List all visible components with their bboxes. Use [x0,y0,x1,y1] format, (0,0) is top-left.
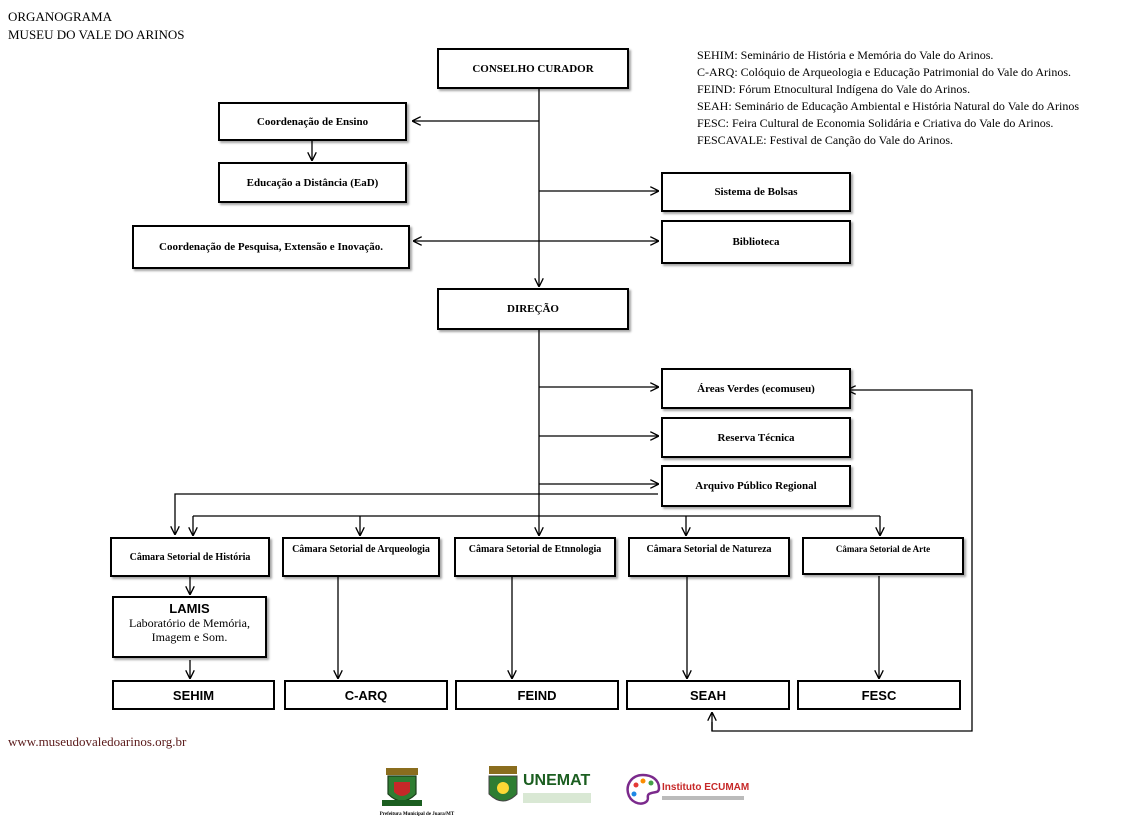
biblioteca-box: Biblioteca [661,220,851,264]
lamis-line2: Imagem e Som. [151,630,228,644]
museum-name: MUSEU DO VALE DO ARINOS [8,27,185,42]
sistema-bolsas-box: Sistema de Bolsas [661,172,851,212]
prefeitura-logo: Prefeitura Municipal de Juara/MT [372,768,462,818]
org-title: ORGANOGRAMA [8,9,113,24]
seah-box: SEAH [626,680,790,710]
camara-historia-box: Câmara Setorial de História [110,537,270,577]
palette-icon [626,773,661,805]
camara-natureza-box: Câmara Setorial de Natureza [628,537,790,577]
legend-item: SEAH: Seminário de Educação Ambiental e … [697,99,1080,113]
ecumam-logo: Instituto ECUMAM [624,772,754,812]
ecumam-wordmark: Instituto ECUMAM [662,782,750,793]
website-url[interactable]: www.museudovaledoarinos.org.br [8,734,187,749]
conselho-curador-box: CONSELHO CURADOR [437,48,629,89]
unemat-crest-icon [488,766,518,802]
coord-ensino-box: Coordenação de Ensino [218,102,407,141]
acronym-legend: SEHIM: Seminário de História e Memória d… [697,47,1079,149]
camara-arqueologia-box: Câmara Setorial de Arqueologia [282,537,440,577]
legend-item: FEIND: Fórum Etnocultural Indígena do Va… [697,82,971,96]
prefeitura-caption: Prefeitura Municipal de Juara/MT [379,812,455,817]
unemat-wordmark: UNEMAT [523,772,591,789]
coat-of-arms-icon [382,768,422,806]
lamis-line1: Laboratório de Memória, [129,616,250,630]
legend-item: FESC: Feira Cultural de Economia Solidár… [697,116,1054,130]
coord-pesquisa-box: Coordenação de Pesquisa, Extensão e Inov… [132,225,410,269]
lamis-title: LAMIS [169,601,210,616]
sehim-box: SEHIM [112,680,275,710]
direcao-box: DIREÇÃO [437,288,629,330]
fesc-box: FESC [797,680,961,710]
reserva-tecnica-box: Reserva Técnica [661,417,851,458]
arquivo-publico-box: Arquivo Público Regional [661,465,851,507]
camara-etnologia-box: Câmara Setorial de Etnnologia [454,537,616,577]
feind-box: FEIND [455,680,619,710]
lamis-box: LAMIS Laboratório de Memória, Imagem e S… [112,596,267,658]
camara-arte-box: Câmara Setorial de Arte [802,537,964,575]
unemat-logo: UNEMAT [485,764,595,814]
legend-item: SEHIM: Seminário de História e Memória d… [697,48,994,62]
legend-item: FESCAVALE: Festival de Canção do Vale do… [697,133,953,147]
legend-item: C-ARQ: Colóquio de Arqueologia e Educaçã… [697,65,1072,79]
areas-verdes-box: Áreas Verdes (ecomuseu) [661,368,851,409]
ead-box: Educação a Distância (EaD) [218,162,407,203]
carq-box: C-ARQ [284,680,448,710]
